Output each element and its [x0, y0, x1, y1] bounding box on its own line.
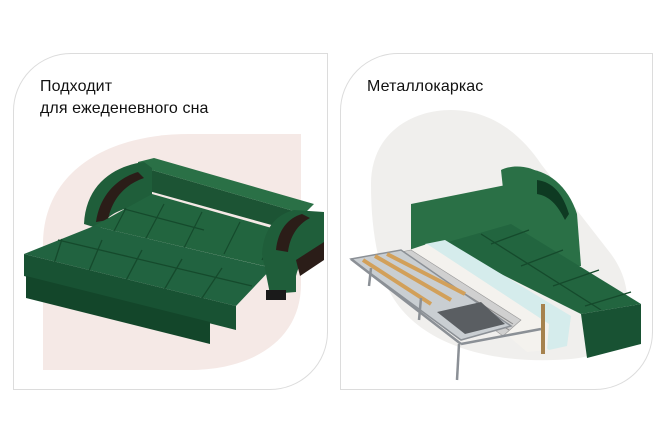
card-title-line-2: для ежеденевного сна: [40, 100, 209, 117]
feature-card-daily-sleep: Подходит для ежеденевного сна: [13, 53, 328, 390]
sofa-bed-illustration: [24, 134, 324, 370]
card-title: Подходит для ежеденевного сна: [40, 76, 209, 120]
card-title-line-1: Подходит: [40, 78, 113, 95]
card-title: Металлокаркас: [367, 78, 484, 95]
sofa-cutaway-illustration: [349, 110, 641, 381]
feature-card-metal-frame: Металлокаркас: [340, 53, 653, 390]
